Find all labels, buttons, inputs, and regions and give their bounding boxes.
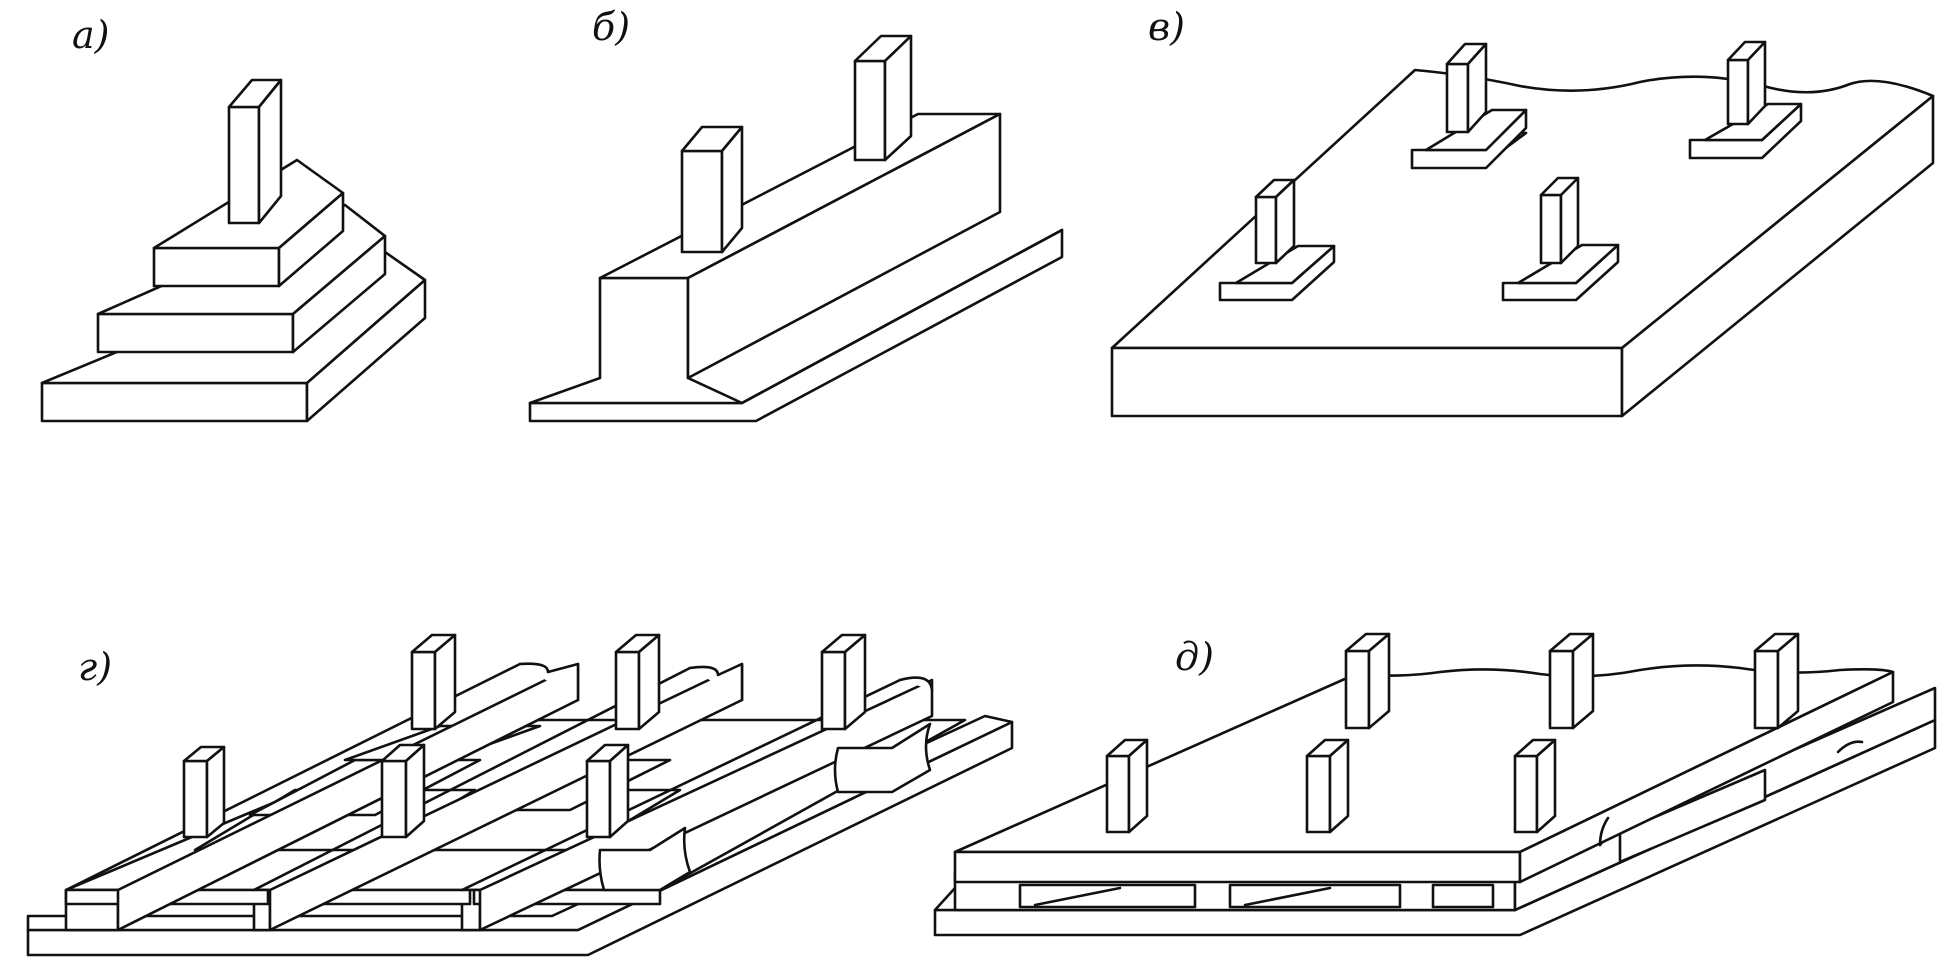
figure-d-box-slab-footing: д) [933, 632, 1937, 937]
label-b: б) [592, 5, 630, 49]
figure-b-strip-footing: б) [528, 5, 1064, 423]
label-g: г) [78, 645, 112, 689]
figure-g-cross-strip-footing: г) [26, 633, 1014, 957]
label-v: в) [1148, 5, 1185, 49]
label-a: а) [72, 13, 109, 57]
figure-v-slab-footing: в) [1110, 5, 1935, 418]
figure-a-stepped-footing: а) [40, 13, 427, 423]
label-d: д) [1175, 635, 1214, 679]
